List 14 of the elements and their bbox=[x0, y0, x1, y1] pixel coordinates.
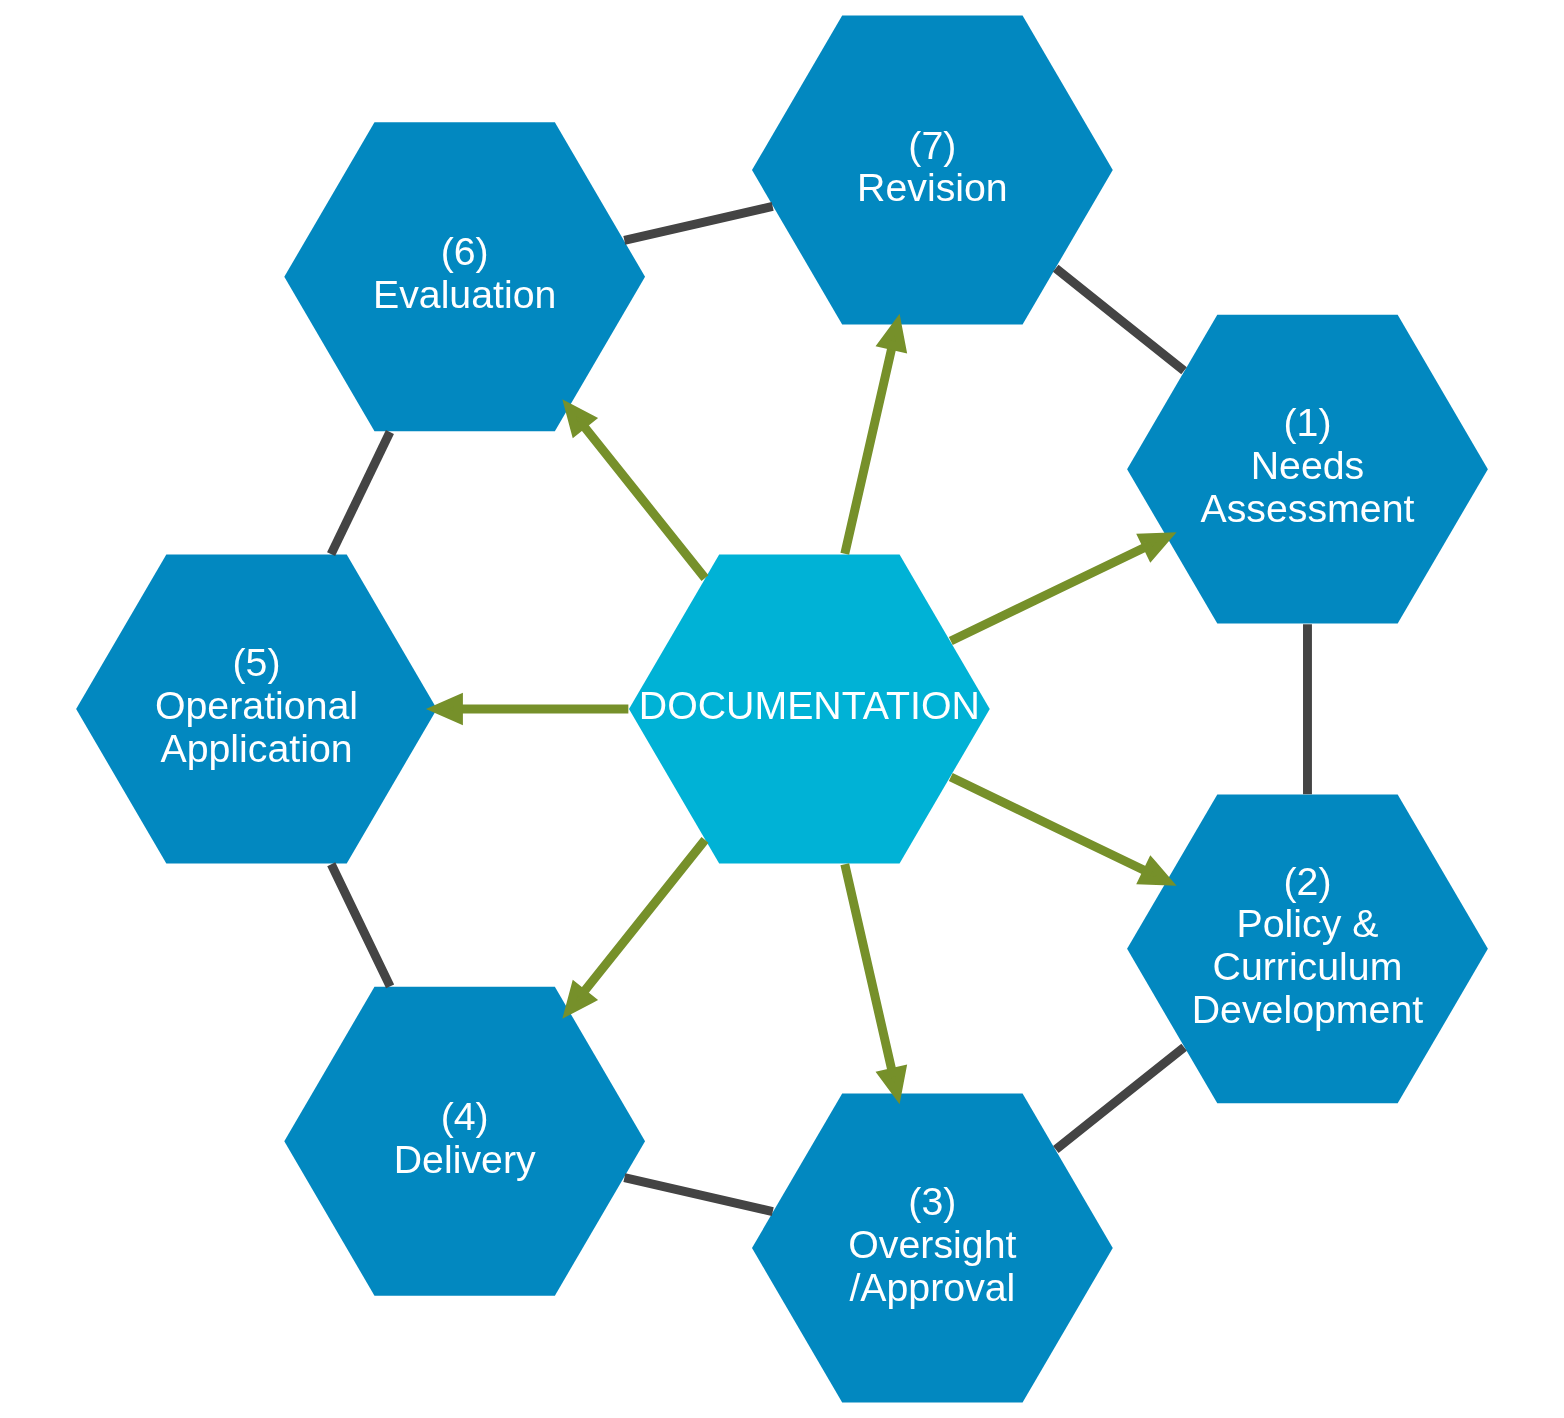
connector bbox=[327, 862, 395, 989]
connector bbox=[1303, 624, 1312, 795]
connector bbox=[623, 1173, 774, 1216]
arrow bbox=[840, 313, 908, 555]
arrow bbox=[840, 863, 908, 1105]
arrow bbox=[948, 532, 1177, 645]
connector bbox=[1052, 264, 1187, 375]
connector bbox=[1053, 1043, 1187, 1154]
arrow bbox=[562, 399, 709, 581]
connector bbox=[623, 202, 774, 245]
arrow bbox=[948, 773, 1177, 886]
arrow bbox=[562, 837, 709, 1019]
connector bbox=[327, 430, 394, 557]
arrow bbox=[425, 692, 629, 726]
